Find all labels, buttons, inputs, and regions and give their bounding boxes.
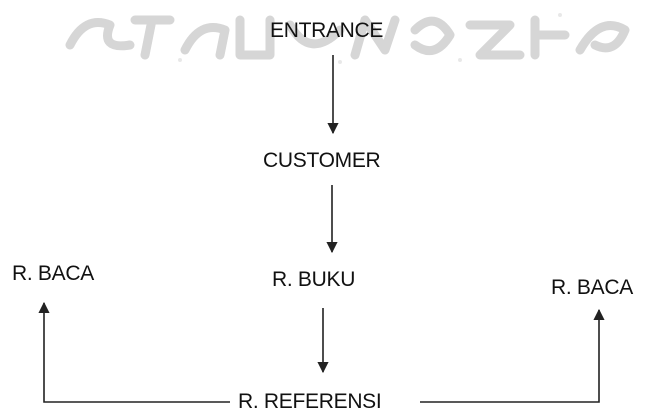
edge-referensi-baca-left bbox=[38, 301, 232, 403]
node-customer: CUSTOMER bbox=[263, 149, 381, 172]
node-r-buku: R. BUKU bbox=[272, 268, 356, 291]
edge-referensi-baca-right bbox=[420, 308, 605, 403]
node-r-baca-right: R. BACA bbox=[551, 276, 633, 299]
node-entrance: ENTRANCE bbox=[270, 19, 384, 42]
watermark-logo bbox=[65, 13, 630, 64]
node-r-referensi: R. REFERENSI bbox=[230, 391, 390, 412]
node-r-baca-left: R. BACA bbox=[12, 262, 94, 285]
